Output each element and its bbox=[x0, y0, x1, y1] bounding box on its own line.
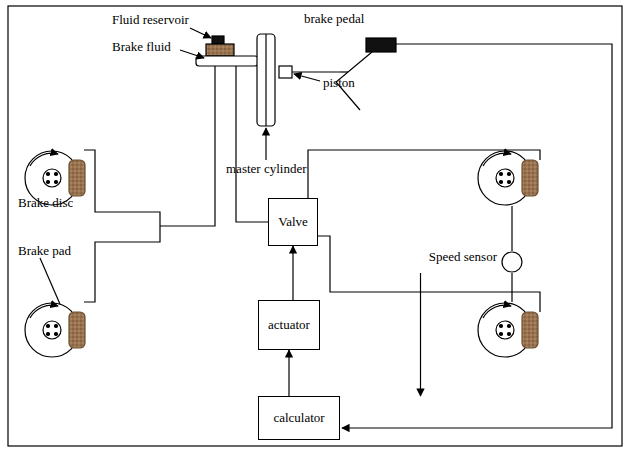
brake-disc bbox=[25, 303, 85, 357]
node-text: Valve bbox=[278, 215, 308, 230]
part-label: piston bbox=[323, 76, 355, 91]
node-text: calculator bbox=[273, 411, 324, 426]
connector-arrow bbox=[288, 350, 289, 396]
connector-arrow bbox=[292, 246, 293, 300]
speed-sensor: Speed sensor bbox=[501, 251, 523, 273]
part-label: Fluid reservoir bbox=[112, 13, 189, 28]
part-label: master cylinder bbox=[226, 162, 307, 177]
node-label: Speed sensor bbox=[429, 250, 497, 265]
part-label: brake pedal bbox=[304, 12, 364, 27]
sensor-circle bbox=[501, 251, 523, 273]
actuator-box: actuator bbox=[258, 300, 320, 350]
valve-box: Valve bbox=[268, 198, 318, 246]
part-label: Brake fluid bbox=[112, 40, 171, 55]
calculator-box: calculator bbox=[258, 396, 340, 440]
connector-arrow bbox=[420, 273, 421, 396]
brake-disc bbox=[478, 151, 538, 205]
part-label: Brake pad bbox=[18, 244, 71, 259]
node-text: actuator bbox=[268, 318, 310, 333]
brake-disc bbox=[478, 303, 538, 357]
part-label: Brake disc bbox=[18, 196, 73, 211]
